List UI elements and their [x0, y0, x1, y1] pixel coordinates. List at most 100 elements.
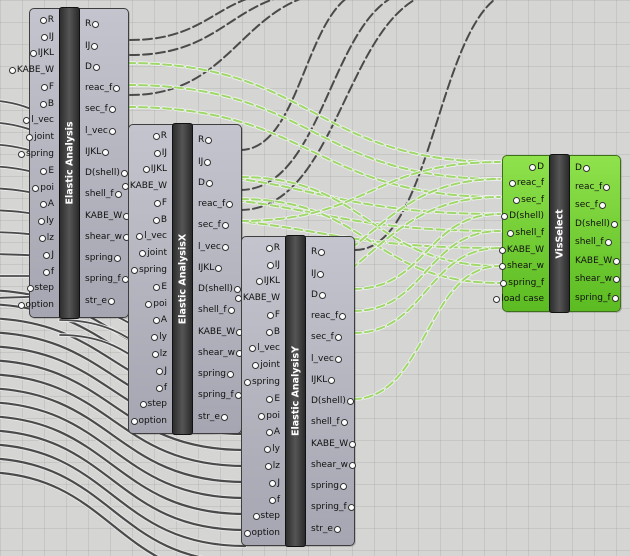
- input-port[interactable]: IJ: [266, 260, 284, 271]
- output-port[interactable]: str_e: [194, 412, 228, 423]
- output-grip-icon[interactable]: [339, 313, 347, 321]
- output-port[interactable]: IJKL: [81, 147, 110, 158]
- input-port[interactable]: lz: [38, 233, 58, 244]
- input-port[interactable]: IJKL: [29, 48, 58, 59]
- input-grip-icon[interactable]: [493, 296, 501, 304]
- output-port[interactable]: shell_f: [571, 237, 612, 248]
- input-port[interactable]: F: [266, 310, 284, 321]
- output-port[interactable]: D(shell): [307, 396, 354, 407]
- output-port[interactable]: reac_f: [81, 83, 121, 94]
- input-port[interactable]: E: [153, 282, 171, 293]
- output-grip-icon[interactable]: [333, 525, 341, 533]
- output-port[interactable]: sec_f: [81, 104, 116, 115]
- output-grip-icon[interactable]: [227, 307, 235, 315]
- input-port[interactable]: R: [39, 15, 58, 26]
- input-port[interactable]: option: [17, 300, 58, 311]
- input-port[interactable]: J: [156, 366, 171, 377]
- output-grip-icon[interactable]: [346, 398, 354, 406]
- input-grip-icon[interactable]: [152, 317, 160, 325]
- input-grip-icon[interactable]: [513, 196, 521, 204]
- input-grip-icon[interactable]: [130, 267, 138, 275]
- input-port[interactable]: option: [243, 528, 284, 539]
- input-port[interactable]: D: [529, 162, 548, 173]
- input-grip-icon[interactable]: [145, 300, 153, 308]
- output-port[interactable]: D(shell): [571, 219, 618, 230]
- wire-selected[interactable]: [126, 62, 501, 163]
- output-port[interactable]: l_vec: [194, 242, 229, 253]
- input-grip-icon[interactable]: [26, 285, 34, 293]
- output-port[interactable]: KABE_W: [571, 256, 621, 267]
- wire-background[interactable]: [0, 401, 247, 500]
- output-grip-icon[interactable]: [613, 257, 621, 265]
- output-port[interactable]: shear_w: [81, 232, 131, 243]
- output-grip-icon[interactable]: [340, 483, 348, 491]
- output-grip-icon[interactable]: [334, 334, 342, 342]
- output-grip-icon[interactable]: [349, 440, 357, 448]
- input-port[interactable]: spring: [243, 377, 284, 388]
- wire-selected[interactable]: [239, 178, 501, 288]
- output-grip-icon[interactable]: [317, 270, 325, 278]
- input-port[interactable]: ly: [264, 444, 284, 455]
- output-grip-icon[interactable]: [92, 21, 100, 29]
- input-grip-icon[interactable]: [153, 283, 161, 291]
- input-grip-icon[interactable]: [153, 149, 161, 157]
- output-grip-icon[interactable]: [610, 220, 618, 228]
- input-port[interactable]: reac_f: [508, 178, 548, 189]
- output-port[interactable]: l_vec: [81, 126, 116, 137]
- input-grip-icon[interactable]: [500, 279, 508, 287]
- output-port[interactable]: l_vec: [307, 354, 342, 365]
- input-grip-icon[interactable]: [29, 50, 37, 58]
- input-port[interactable]: f: [155, 383, 171, 394]
- output-grip-icon[interactable]: [611, 294, 619, 302]
- component-name-bar[interactable]: Elastic Analysis: [59, 7, 80, 319]
- wire-background[interactable]: [0, 471, 245, 556]
- input-grip-icon[interactable]: [32, 184, 40, 192]
- wire-background[interactable]: [0, 457, 245, 556]
- output-port[interactable]: KABE_W: [81, 211, 131, 222]
- output-port[interactable]: spring: [307, 481, 348, 492]
- input-port[interactable]: load case: [493, 294, 548, 305]
- input-grip-icon[interactable]: [266, 261, 274, 269]
- input-grip-icon[interactable]: [42, 268, 50, 276]
- output-port[interactable]: D: [571, 163, 590, 174]
- input-grip-icon[interactable]: [243, 530, 251, 538]
- output-grip-icon[interactable]: [205, 137, 213, 145]
- output-grip-icon[interactable]: [318, 249, 326, 257]
- input-port[interactable]: E: [266, 394, 284, 405]
- input-port[interactable]: l_vec: [249, 343, 284, 354]
- input-port[interactable]: poi: [145, 299, 171, 310]
- input-grip-icon[interactable]: [266, 311, 274, 319]
- output-grip-icon[interactable]: [108, 127, 116, 135]
- input-port[interactable]: IJKL: [255, 276, 284, 287]
- input-grip-icon[interactable]: [121, 183, 129, 191]
- input-grip-icon[interactable]: [26, 134, 34, 142]
- output-grip-icon[interactable]: [215, 264, 223, 272]
- wire-selected[interactable]: [239, 198, 501, 284]
- input-port[interactable]: KABE_W: [8, 65, 58, 76]
- component-name-bar[interactable]: Elastic AnalysisY: [285, 235, 306, 547]
- input-grip-icon[interactable]: [152, 132, 160, 140]
- input-port[interactable]: KABE_W: [234, 293, 284, 304]
- input-grip-icon[interactable]: [39, 201, 47, 209]
- wire-dark-dashed[interactable]: [129, 0, 300, 41]
- output-grip-icon[interactable]: [204, 158, 212, 166]
- input-grip-icon[interactable]: [23, 117, 31, 125]
- output-grip-icon[interactable]: [220, 413, 228, 421]
- output-port[interactable]: D: [194, 178, 213, 189]
- input-grip-icon[interactable]: [40, 33, 48, 41]
- output-grip-icon[interactable]: [334, 355, 342, 363]
- input-grip-icon[interactable]: [155, 384, 163, 392]
- input-port[interactable]: option: [130, 416, 171, 427]
- input-port[interactable]: A: [39, 199, 58, 210]
- component-name-bar[interactable]: VisSelect: [549, 154, 570, 313]
- wire-background[interactable]: [0, 429, 247, 532]
- wire-dark-dashed[interactable]: [129, 0, 330, 56]
- input-grip-icon[interactable]: [39, 100, 47, 108]
- output-grip-icon[interactable]: [328, 376, 336, 384]
- output-port[interactable]: shear_w: [307, 460, 357, 471]
- wire-selected[interactable]: [352, 213, 501, 290]
- input-port[interactable]: spring: [17, 149, 58, 160]
- output-grip-icon[interactable]: [582, 165, 590, 173]
